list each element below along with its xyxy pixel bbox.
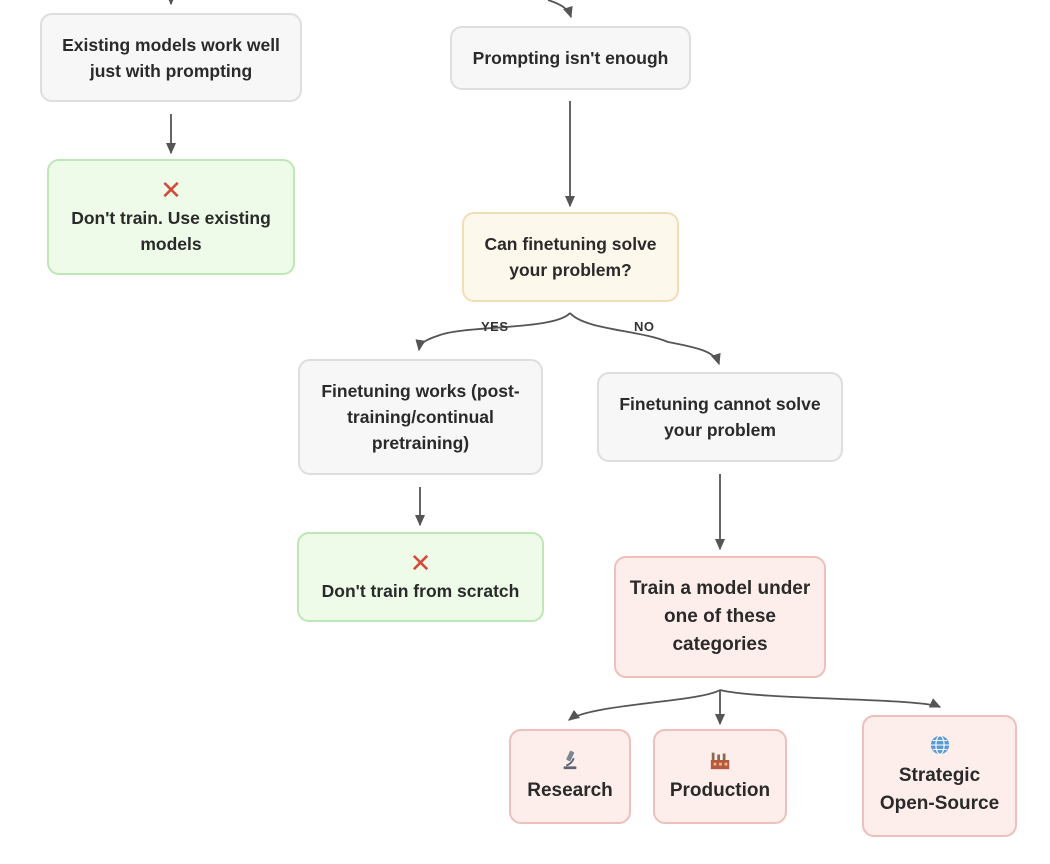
edge-yes [415,312,571,352]
node-dont-train-use-existing: ✕ Don't train. Use existing models [47,159,295,275]
node-dont-train-from-scratch-text: Don't train from scratch [321,581,520,601]
node-research: Research [509,729,631,824]
node-dont-train-from-scratch: ✕ Don't train from scratch [297,532,544,622]
microscope-icon [563,750,577,769]
node-finetuning-works: Finetuning works (post-training/continua… [298,359,543,475]
node-strategic-open-source: Strategic Open-Source [862,715,1017,837]
node-production: Production [653,729,787,824]
node-finetuning-cannot-solve-text: Finetuning cannot solve your problem [619,394,821,440]
cross-mark-icon: ✕ [409,548,432,578]
node-existing-models-work: Existing models work well just with prom… [40,13,302,102]
node-production-text: Production [669,779,771,801]
node-existing-models-work-text: Existing models work well just with prom… [62,34,280,81]
node-prompting-not-enough-text: Prompting isn't enough [472,48,669,68]
node-train-model-categories: Train a model under one of these categor… [614,556,826,678]
node-train-model-categories-text: Train a model under one of these categor… [629,578,811,655]
node-prompting-not-enough: Prompting isn't enough [450,26,691,90]
edge-top-right [547,0,573,19]
node-strategic-open-source-text: Strategic Open-Source [879,765,1000,814]
node-dont-train-use-existing-text: Don't train. Use existing models [71,208,271,254]
edge-to-research [567,689,721,721]
node-finetuning-works-text: Finetuning works (post-training/continua… [321,381,520,453]
node-can-finetuning-solve-text: Can finetuning solve your problem? [484,234,657,280]
node-finetuning-cannot-solve: Finetuning cannot solve your problem [597,372,843,462]
node-research-text: Research [527,779,613,801]
edge-label-no: NO [634,319,655,334]
edge-to-strategic [719,689,942,708]
globe-icon [930,735,949,755]
edge-label-yes: YES [481,319,509,334]
factory-icon [710,752,730,769]
edge-no [569,312,721,366]
node-can-finetuning-solve: Can finetuning solve your problem? [462,212,679,302]
cross-mark-icon: ✕ [160,175,182,205]
